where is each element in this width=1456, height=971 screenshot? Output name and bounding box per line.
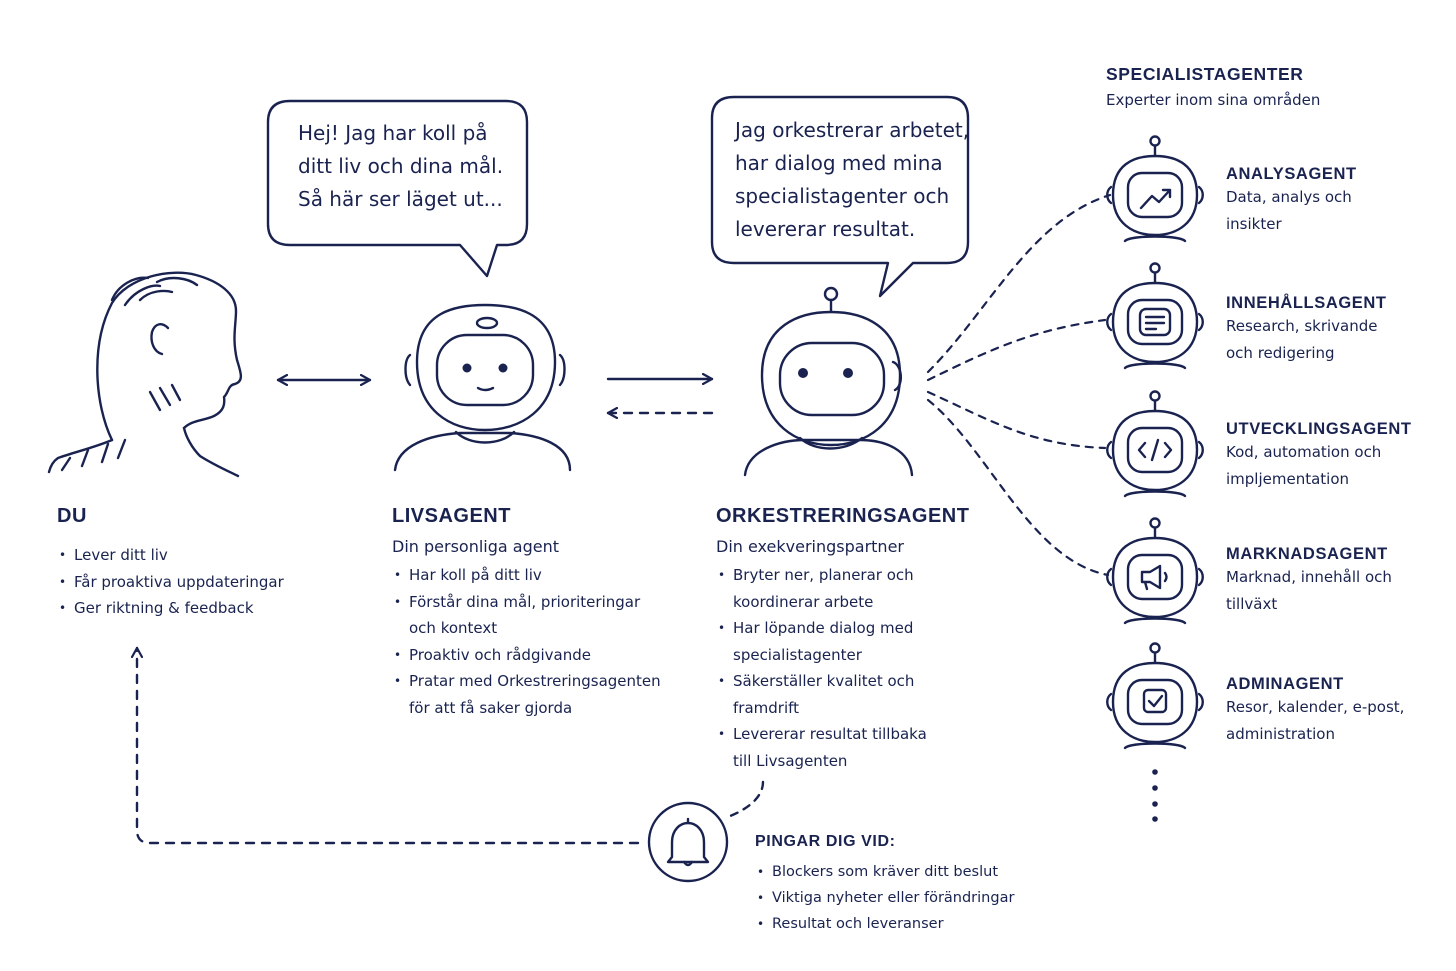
agent-desc: Data, analys och insikter: [1226, 188, 1352, 233]
orkestrering-bubble-text: Jag orkestrerar arbetet, har dialog med …: [735, 114, 969, 246]
analysagent-label: ANALYSAGENT Data, analys och insikter: [1226, 165, 1396, 238]
adminagent-label: ADMINAGENT Resor, kalender, e-post, admi…: [1226, 675, 1416, 748]
pings-list: Blockers som kräver ditt beslut Viktiga …: [755, 859, 1014, 937]
list-item: Proaktiv och rådgivande: [392, 642, 662, 669]
list-item: Viktiga nyheter eller förändringar: [755, 885, 1014, 911]
orkestrering-speech-bubble: [710, 95, 970, 298]
agent-desc: Resor, kalender, e-post, administration: [1226, 698, 1405, 743]
specialists-header: SPECIALISTAGENTER Experter inom sina omr…: [1106, 64, 1320, 109]
list-item: Förstår dina mål, prioriteringar och kon…: [392, 589, 662, 642]
list-item: Lever ditt liv: [57, 542, 284, 569]
orkestrering-list: Bryter ner, planerar och koordinerar arb…: [716, 562, 931, 774]
list-item: Ger riktning & feedback: [57, 595, 284, 622]
chart-trend-icon: [1139, 188, 1172, 210]
feedback-loop-dashed-line: [137, 646, 640, 845]
list-item: Får proaktiva uppdateringar: [57, 569, 284, 596]
code-brackets-icon: [1137, 438, 1173, 462]
marknadsagent-label: MARKNADSAGENT Marknad, innehåll och till…: [1226, 545, 1411, 618]
livsagent-section: LIVSAGENT Din personliga agent Har koll …: [392, 505, 662, 721]
bubble-line: Hej! Jag har koll på: [298, 121, 488, 145]
agent-name: ANALYSAGENT: [1226, 165, 1357, 183]
specialist-connector-lines: [926, 193, 1112, 577]
agent-desc: Marknad, innehåll och tillväxt: [1226, 568, 1392, 613]
orkestrering-subtitle: Din exekveringspartner: [716, 537, 904, 556]
livsagent-list: Har koll på ditt liv Förstår dina mål, p…: [392, 562, 662, 721]
specialists-subtitle: Experter inom sina områden: [1106, 91, 1321, 109]
orkestrering-title: ORKESTRERINGSAGENT: [716, 505, 970, 527]
document-lines-icon: [1138, 307, 1172, 337]
agent-name: MARKNADSAGENT: [1226, 545, 1388, 563]
specialists-title: SPECIALISTAGENTER: [1106, 64, 1304, 84]
list-item: Blockers som kräver ditt beslut: [755, 859, 1014, 885]
du-title: DU: [57, 505, 87, 527]
livsagent-robot-icon: [393, 303, 572, 472]
megaphone-icon: [1140, 564, 1168, 591]
livsagent-subtitle: Din personliga agent: [392, 537, 559, 556]
more-agents-dots: [1152, 769, 1158, 822]
bubble-line: har dialog med mina: [735, 151, 943, 175]
bubble-line: Så här ser läget ut...: [298, 187, 503, 211]
bubble-line: specialistagenter och: [735, 184, 950, 208]
bell-icon: [647, 801, 729, 883]
pings-section: PINGAR DIG VID: Blockers som kräver ditt…: [755, 833, 1014, 937]
orkestrering-robot-icon: [743, 286, 914, 477]
livsagent-title: LIVSAGENT: [392, 505, 511, 527]
utvecklingsagent-label: UTVECKLINGSAGENT Kod, automation och imp…: [1226, 420, 1412, 493]
innehallsagent-label: INNEHÅLLSAGENT Research, skrivande och r…: [1226, 294, 1401, 367]
agent-name: UTVECKLINGSAGENT: [1226, 420, 1412, 438]
bubble-line: Jag orkestrerar arbetet,: [735, 118, 970, 142]
person-icon: [47, 271, 243, 478]
list-item: Resultat och leveranser: [755, 911, 1014, 937]
list-item: Har löpande dialog med specialistagenter: [716, 615, 931, 668]
agent-desc: Kod, automation och impljementation: [1226, 443, 1382, 488]
orkestrering-to-bell-dashed-line: [723, 780, 765, 820]
list-item: Levererar resultat tillbaka till Livsage…: [716, 721, 931, 774]
list-item: Har koll på ditt liv: [392, 562, 662, 589]
bubble-line: levererar resultat.: [735, 217, 916, 241]
pings-title: PINGAR DIG VID:: [755, 833, 896, 850]
du-list: Lever ditt liv Får proaktiva uppdatering…: [57, 542, 284, 622]
checkbox-icon: [1142, 688, 1168, 714]
agent-name: ADMINAGENT: [1226, 675, 1344, 693]
list-item: Säkerställer kvalitet och framdrift: [716, 668, 931, 721]
agent-desc: Research, skrivande och redigering: [1226, 317, 1378, 362]
livsagent-bubble-text: Hej! Jag har koll på ditt liv och dina m…: [298, 117, 503, 216]
du-section: DU Lever ditt liv Får proaktiva uppdater…: [57, 505, 284, 622]
list-item: Pratar med Orkestreringsagenten för att …: [392, 668, 662, 721]
specialist-robots: [1106, 135, 1204, 750]
list-item: Bryter ner, planerar och koordinerar arb…: [716, 562, 931, 615]
orkestrering-section: ORKESTRERINGSAGENT Din exekveringspartne…: [716, 505, 970, 774]
livsagent-speech-bubble: [266, 99, 529, 278]
agent-name: INNEHÅLLSAGENT: [1226, 294, 1387, 312]
bubble-line: ditt liv och dina mål.: [298, 154, 504, 178]
